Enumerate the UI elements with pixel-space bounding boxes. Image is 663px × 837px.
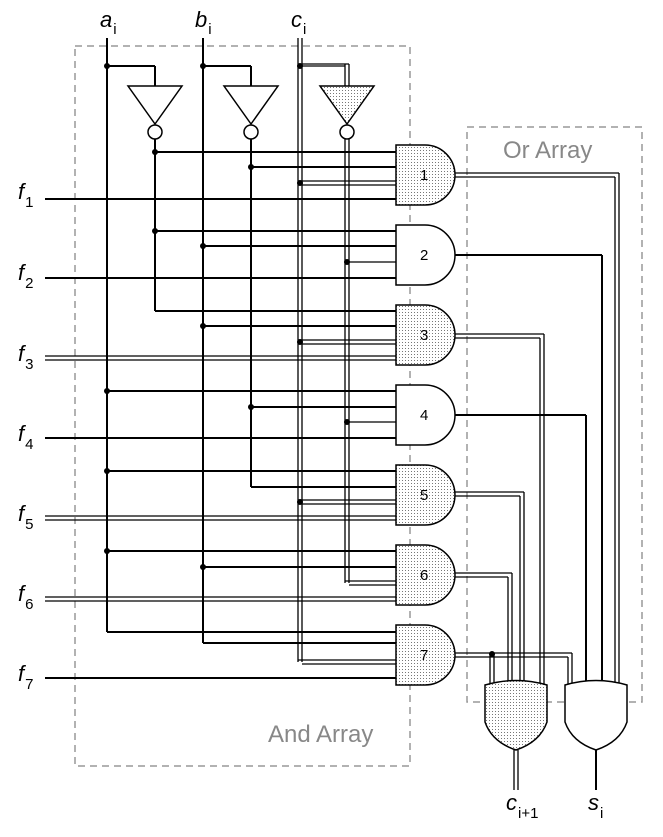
svg-text:f7: f7 — [18, 661, 33, 693]
svg-text:ci+1: ci+1 — [506, 790, 538, 822]
f5-label: f5 — [18, 501, 33, 533]
or-array-label: Or Array — [503, 137, 592, 164]
inverter-c — [318, 85, 376, 140]
svg-text:f4: f4 — [18, 421, 33, 453]
svg-text:1: 1 — [420, 167, 428, 184]
svg-text:f5: f5 — [18, 501, 33, 533]
svg-text:f2: f2 — [18, 260, 33, 292]
and-gate-1: 1 — [395, 144, 456, 206]
or-gate-sum — [564, 679, 628, 751]
svg-text:f1: f1 — [18, 179, 33, 211]
and-gate-2: 2 — [395, 224, 456, 286]
inverter-a — [126, 85, 184, 140]
f6-label: f6 — [18, 581, 33, 613]
f4-label: f4 — [18, 421, 33, 453]
svg-text:2: 2 — [420, 247, 428, 264]
and-gate-6: 6 — [395, 544, 456, 606]
input-rails — [106, 38, 350, 662]
and-array-label: And Array — [268, 721, 373, 748]
and-input-wires — [107, 151, 396, 665]
and-gate-3: 3 — [395, 304, 456, 366]
svg-text:si: si — [588, 790, 603, 822]
f7-label: f7 — [18, 661, 33, 693]
input-label-b: bi — [195, 7, 212, 38]
complement-rails — [154, 139, 350, 583]
input-label-c: ci — [291, 7, 306, 38]
f2-label: f2 — [18, 260, 33, 292]
and-gate-5: 5 — [395, 464, 456, 526]
output-wires — [513, 750, 597, 790]
svg-text:f6: f6 — [18, 581, 33, 613]
inverter-b — [222, 85, 280, 140]
f3-label: f3 — [18, 341, 33, 373]
svg-text:3: 3 — [420, 327, 428, 344]
carry-out-label: ci+1 — [506, 790, 538, 822]
sum-out-label: si — [588, 790, 603, 822]
svg-text:bi: bi — [195, 7, 212, 38]
svg-text:ai: ai — [100, 7, 117, 38]
and-gate-4: 4 — [395, 384, 456, 446]
svg-text:7: 7 — [420, 647, 428, 664]
and-gate-7: 7 — [395, 624, 456, 686]
function-lines — [45, 198, 396, 679]
svg-text:f3: f3 — [18, 341, 33, 373]
input-label-a: ai — [100, 7, 117, 38]
svg-text:6: 6 — [420, 567, 428, 584]
or-array-wires — [455, 172, 620, 688]
svg-text:5: 5 — [420, 487, 428, 504]
svg-text:ci: ci — [291, 7, 306, 38]
or-gate-carry — [484, 679, 548, 751]
svg-text:4: 4 — [420, 407, 428, 424]
f1-label: f1 — [18, 179, 33, 211]
